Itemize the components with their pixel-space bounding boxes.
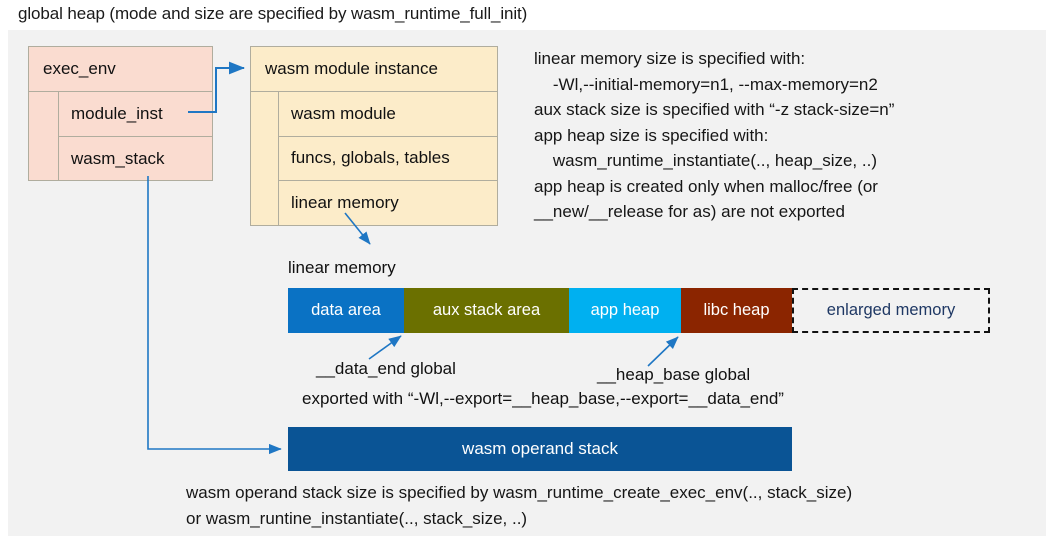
memory-notes: linear memory size is specified with: -W… <box>534 49 895 221</box>
exec-env-field-wasm-stack: wasm_stack <box>71 148 165 168</box>
exec-env-box: exec_env module_inst wasm_stack <box>28 46 213 181</box>
exec-env-body: module_inst wasm_stack <box>29 92 212 181</box>
module-instance-gutter <box>251 92 279 226</box>
wasm-operand-stack-label: wasm operand stack <box>462 439 618 458</box>
module-instance-fields: wasm module funcs, globals, tables linea… <box>279 92 497 226</box>
memory-segment-libc-heap: libc heap <box>681 288 792 333</box>
wasm-module-instance-box: wasm module instance wasm module funcs, … <box>250 46 498 226</box>
module-instance-field-linear-memory: linear memory <box>291 193 399 213</box>
module-instance-header: wasm module instance <box>251 47 497 92</box>
module-instance-field-funcs-globals-tables: funcs, globals, tables <box>279 137 497 182</box>
module-instance-field-wasm-module: wasm module <box>279 92 497 137</box>
wasm-operand-stack-box: wasm operand stack <box>288 427 792 471</box>
memory-segment-app-heap: app heap <box>569 288 681 333</box>
page-title: global heap (mode and size are specified… <box>18 4 528 23</box>
linear-memory-label: linear memory <box>288 258 396 277</box>
exec-env-field-module-inst: module_inst <box>59 92 212 137</box>
memory-segment-enlarged-memory: enlarged memory <box>792 288 990 333</box>
export-flags-annotation: exported with “-Wl,--export=__heap_base,… <box>302 389 784 408</box>
memory-segment-aux-stack-area: aux stack area <box>404 288 569 333</box>
memory-segment-data-area: data area <box>288 288 404 333</box>
operand-stack-footer: wasm operand stack size is specified by … <box>186 483 853 528</box>
heap-base-annotation: __heap_base global <box>597 365 751 384</box>
exec-env-gutter <box>29 92 59 181</box>
module-instance-body: wasm module funcs, globals, tables linea… <box>251 92 497 226</box>
exec-env-header: exec_env <box>29 47 212 92</box>
exec-env-fields: module_inst wasm_stack <box>59 92 212 181</box>
data-end-annotation: __data_end global <box>316 359 456 378</box>
